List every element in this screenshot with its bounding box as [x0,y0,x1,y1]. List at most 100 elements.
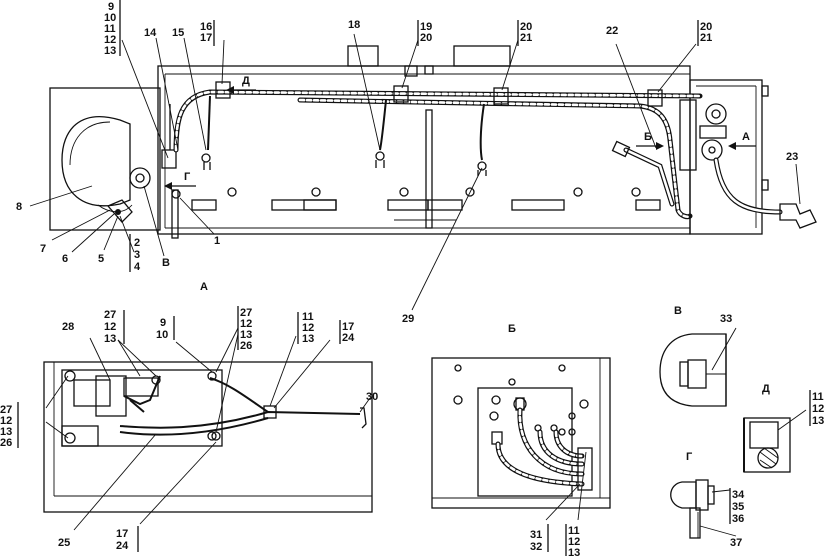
label-28: 28 [62,321,74,333]
harness-a [119,410,361,429]
label-18: 18 [348,19,360,31]
view-b [431,357,611,521]
clamp-20 [493,87,509,105]
label-24a: 24 [342,332,355,344]
label-19: 19 [420,21,432,33]
label-34: 34 [732,489,745,501]
label-7: 7 [40,243,46,255]
label-2: 2 [134,237,140,249]
label-32: 32 [530,541,542,553]
label-36: 36 [732,513,744,525]
label-10: 10 [104,12,116,24]
arrow-letter-d: Д [242,75,250,87]
arrow-letter-g: Г [184,171,191,183]
label-33: 33 [720,313,732,325]
callout-labels: 9 10 11 12 13 14 15 16 17 18 19 20 20 21… [0,0,824,559]
headlamp-bolt [129,167,151,189]
top-tab [347,45,379,67]
label-1: 1 [214,235,220,247]
view-v-frame [659,333,727,407]
view-label-a-main: А [200,281,208,293]
view-a [43,327,373,531]
label-5: 5 [98,253,104,265]
label-13: 13 [104,45,116,57]
bottom-supports [191,187,661,221]
label-25: 25 [58,537,70,549]
view-d [743,409,807,473]
view-v [659,327,737,407]
label-12d: 12 [0,415,12,427]
label-13d: 13 [0,426,12,438]
view-label-v: В [162,257,170,269]
connector-22 [705,103,727,125]
view-b-frame [431,357,611,509]
wire-29 [479,103,485,161]
left-housing [49,87,161,231]
view-label-b: Б [508,323,516,335]
label-15: 15 [172,27,184,39]
clamp-20b [647,89,663,107]
top-tab [453,45,511,67]
label-20c: 20 [700,21,712,33]
label-16: 16 [200,21,212,33]
label-3: 3 [134,249,140,261]
label-22: 22 [606,25,618,37]
label-21a: 21 [520,32,532,44]
label-4: 4 [134,261,141,273]
label-9: 9 [108,1,114,13]
label-11b: 11 [568,525,580,537]
view-label-v2: В [674,305,682,317]
label-11c: 11 [812,391,824,403]
connector-14 [161,149,177,169]
label-35: 35 [732,501,744,513]
label-23: 23 [786,151,798,163]
label-11a: 11 [302,311,314,323]
label-20b: 20 [520,21,532,33]
part-33 [687,359,707,389]
label-24b: 24 [116,540,129,552]
label-10a: 10 [156,329,168,341]
wire-15 [207,95,211,151]
label-26a: 26 [240,340,252,352]
label-6: 6 [62,253,68,265]
label-31: 31 [530,529,542,541]
label-9a: 9 [160,317,166,329]
clamp-19 [393,85,409,103]
cable-23 [713,157,783,215]
view-a-frame [43,361,373,513]
label-11: 11 [104,23,116,35]
label-12e: 12 [568,536,580,548]
label-13b: 13 [240,329,252,341]
label-27c: 27 [0,404,12,416]
label-17b: 17 [116,528,128,540]
label-13a: 13 [104,333,116,345]
label-12a: 12 [104,321,116,333]
label-13c: 13 [302,333,314,345]
label-17a: 17 [342,321,354,333]
label-37: 37 [730,537,742,549]
label-17: 17 [200,32,212,44]
headlamp [61,116,131,207]
main-view [29,33,817,311]
label-14: 14 [144,27,157,39]
connector-g [695,479,709,511]
label-27b: 27 [240,307,252,319]
label-29: 29 [402,313,414,325]
label-27a: 27 [104,309,116,321]
label-12f: 12 [812,403,824,415]
plug-23 [779,203,817,229]
arrow-letter-b: Б [644,131,652,143]
label-12: 12 [104,34,116,46]
label-21b: 21 [700,32,712,44]
terminal-plate [477,387,573,497]
view-label-d: Д [762,383,770,395]
clamp-d [749,421,779,449]
label-20a: 20 [420,32,432,44]
label-12c: 12 [302,322,314,334]
view-label-g: Г [686,451,693,463]
arrow-letter-a: А [742,131,750,143]
relay-28 [73,379,111,407]
right-box [689,79,763,235]
